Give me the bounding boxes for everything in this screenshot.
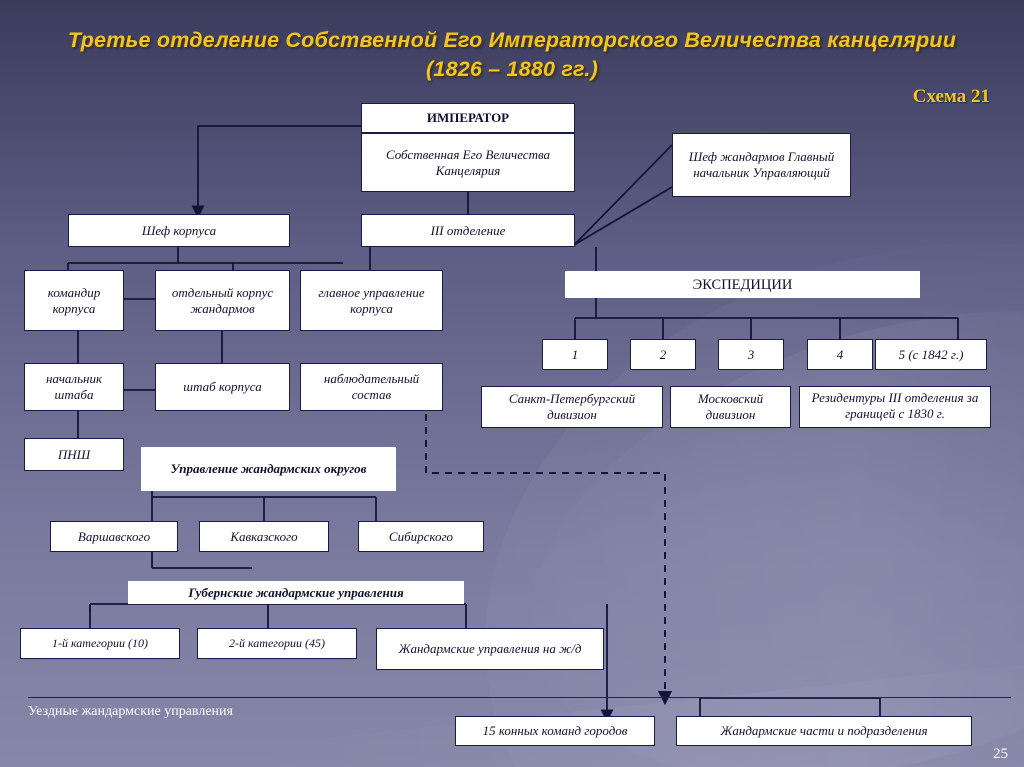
node-railway[interactable]: Жандармские управления на ж/д [376, 628, 604, 670]
node-caucasus-label: Кавказского [230, 528, 298, 544]
node-cat-1-label: 1-й категории (10) [52, 636, 148, 650]
node-corps-commander[interactable]: командир корпуса [24, 270, 124, 331]
edge-thirdsection-gendarmechief-a [573, 144, 673, 246]
uezd-divider [28, 697, 1011, 698]
node-pnsh[interactable]: ПНШ [24, 438, 124, 471]
node-main-admin[interactable]: главное управление корпуса [300, 270, 443, 331]
node-provincial[interactable]: Губернские жандармские управления [128, 581, 464, 604]
node-caucasus[interactable]: Кавказского [199, 521, 329, 552]
node-cat-2[interactable]: 2-й категории (45) [197, 628, 357, 659]
node-exp-5[interactable]: 5 (с 1842 г.) [875, 339, 987, 370]
node-expeditions-label: ЭКСПЕДИЦИИ [692, 276, 793, 293]
node-residencies-label: Резидентуры III отделения за границей с … [811, 390, 979, 421]
node-provincial-label: Губернские жандармские управления [188, 584, 404, 600]
node-exp-5-label: 5 (с 1842 г.) [898, 346, 964, 362]
node-emperor[interactable]: ИМПЕРАТОР [361, 103, 575, 133]
node-corps-staff-label: штаб корпуса [183, 379, 262, 394]
node-warsaw[interactable]: Варшавского [50, 521, 178, 552]
node-chancellery-label: Собственная Его Величества Канцелярия [385, 146, 551, 178]
edge-emperor-corpschief [191, 125, 361, 219]
node-warsaw-label: Варшавского [77, 528, 151, 544]
node-staff-chief-label: начальник штаба [45, 371, 103, 402]
edge-observers-gendarmeunits-dashed [425, 414, 673, 706]
page-title: Третье отделение Собственной Его Императ… [67, 28, 957, 81]
node-third-section[interactable]: III отделение [361, 214, 575, 247]
node-msk-division[interactable]: Московский дивизион [670, 386, 791, 428]
node-corps-chief[interactable]: Шеф корпуса [68, 214, 290, 247]
node-spb-division[interactable]: Санкт-Петербургский дивизион [481, 386, 663, 428]
node-cat-1[interactable]: 1-й категории (10) [20, 628, 180, 659]
node-separate-corps[interactable]: отдельный корпус жандармов [155, 270, 290, 331]
node-corps-chief-label: Шеф корпуса [141, 222, 217, 238]
node-exp-1-label: 1 [571, 346, 579, 362]
node-observers[interactable]: наблюдательный состав [300, 363, 443, 411]
node-siberia[interactable]: Сибирского [358, 521, 484, 552]
node-expeditions[interactable]: ЭКСПЕДИЦИИ [565, 271, 920, 298]
node-exp-3-label: 3 [747, 346, 755, 362]
node-gendarme-units-label: Жандармские части и подразделения [720, 723, 928, 738]
node-pnsh-label: ПНШ [57, 446, 91, 462]
node-gendarme-chief-label: Шеф жандармов Главный начальник Управляю… [688, 149, 835, 180]
node-siberia-label: Сибирского [388, 528, 454, 544]
node-staff-chief[interactable]: начальник штаба [24, 363, 124, 411]
node-horse-teams-label: 15 конных команд городов [482, 723, 628, 738]
node-separate-corps-label: отдельный корпус жандармов [171, 284, 274, 316]
node-railway-label: Жандармские управления на ж/д [398, 641, 582, 656]
scheme-label: Схема 21 [912, 86, 990, 107]
node-exp-2-label: 2 [659, 346, 667, 362]
node-spb-division-label: Санкт-Петербургский дивизион [508, 391, 636, 422]
node-residencies[interactable]: Резидентуры III отделения за границей с … [799, 386, 991, 428]
node-gendarme-units[interactable]: Жандармские части и подразделения [676, 716, 972, 746]
node-horse-teams[interactable]: 15 конных команд городов [455, 716, 655, 746]
node-exp-3[interactable]: 3 [718, 339, 784, 370]
page-number: 25 [993, 746, 1008, 762]
node-districts-admin-label: Управление жандармских округов [170, 461, 367, 476]
node-exp-4-label: 4 [836, 346, 844, 362]
node-third-section-label: III отделение [430, 222, 506, 238]
node-chancellery[interactable]: Собственная Его Величества Канцелярия [361, 133, 575, 192]
node-uezd: Уездные жандармские управления [28, 704, 233, 719]
node-districts-admin[interactable]: Управление жандармских округов [141, 447, 396, 491]
node-cat-2-label: 2-й категории (45) [229, 636, 325, 650]
node-msk-division-label: Московский дивизион [697, 391, 764, 422]
node-corps-commander-label: командир корпуса [47, 284, 101, 316]
node-gendarme-chief[interactable]: Шеф жандармов Главный начальник Управляю… [672, 133, 851, 197]
node-main-admin-label: главное управление корпуса [318, 284, 425, 316]
node-observers-label: наблюдательный состав [323, 371, 420, 402]
node-emperor-label: ИМПЕРАТОР [426, 110, 510, 125]
node-exp-2[interactable]: 2 [630, 339, 696, 370]
node-corps-staff[interactable]: штаб корпуса [155, 363, 290, 411]
edge-thirdsection-gendarmechief-b [573, 186, 673, 246]
node-exp-1[interactable]: 1 [542, 339, 608, 370]
node-exp-4[interactable]: 4 [807, 339, 873, 370]
